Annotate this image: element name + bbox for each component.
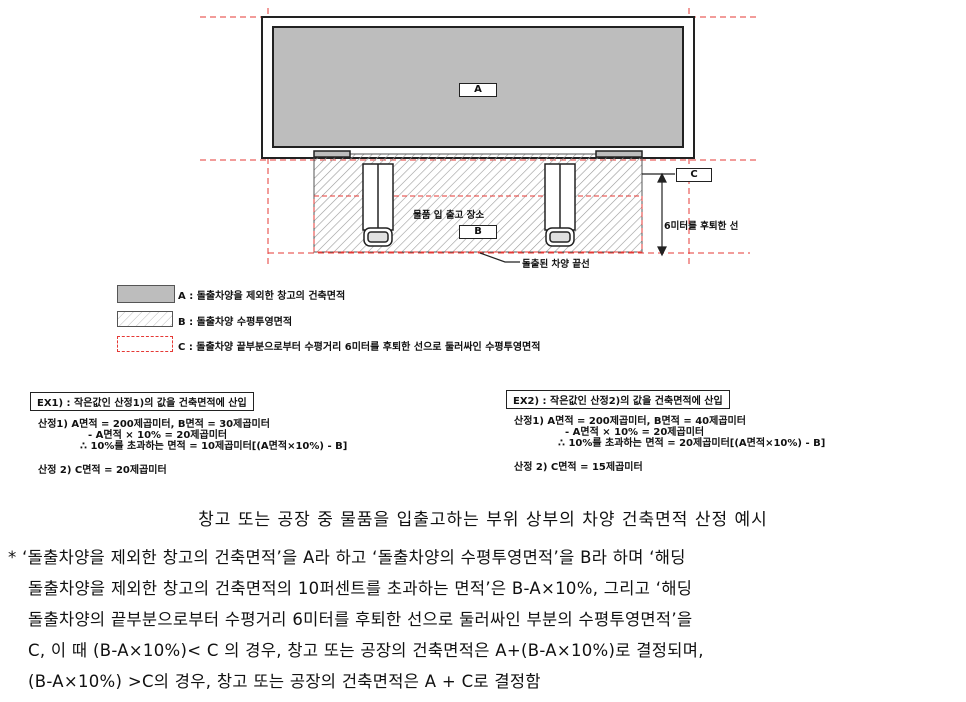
- legend-swatch-a: [117, 285, 175, 303]
- setback-line-label: 6미터를 후퇴한 선: [664, 221, 739, 232]
- label-a-box: A: [459, 83, 497, 97]
- ex1-line-3: ∴ 10%를 초과하는 면적 = 10제곱미터[(A면적×10%) - B]: [80, 441, 348, 452]
- note-line-3: 돌출차양의 끝부분으로부터 수평거리 6미터를 후퇴한 선으로 둘러싸인 부분의…: [28, 610, 693, 629]
- truck-right: [544, 163, 576, 247]
- ex2-line-2: - A면적 × 10% = 20제곱미터: [565, 427, 705, 438]
- legend-swatch-b: [117, 311, 173, 327]
- loading-area-label: 물품 입 출고 장소: [413, 210, 485, 221]
- note-line-5: (B-A×10%) >C의 경우, 창고 또는 공장의 건축면적은 A + C로…: [28, 672, 541, 691]
- ex2-title: EX2) : 작은값인 산정2)의 값을 건축면적에 산입: [506, 390, 730, 409]
- canopy-edge-label: 돌출된 차양 끝선: [522, 259, 590, 270]
- ex2-line-1: 산정1) A면적 = 200제곱미터, B면적 = 40제곱미터: [514, 416, 746, 427]
- truck-left: [362, 163, 394, 247]
- explanatory-note: * ‘돌출차양을 제외한 창고의 건축면적’을 A라 하고 ‘돌출차양의 수평투…: [8, 542, 963, 697]
- note-line-2: 돌출차양을 제외한 창고의 건축면적의 10퍼센트를 초과하는 면적’은 B-A…: [28, 579, 693, 598]
- label-b-box: B: [459, 225, 497, 239]
- figure-caption: 창고 또는 공장 중 물품을 입출고하는 부위 상부의 차양 건축면적 산정 예…: [198, 510, 768, 530]
- ex2-line-4: 산정 2) C면적 = 15제곱미터: [514, 462, 643, 473]
- dimension-arrow: [657, 172, 667, 257]
- legend-text-a: A : 돌출차양을 제외한 창고의 건축면적: [178, 291, 346, 302]
- legend-text-c: C : 돌출차양 끝부분으로부터 수평거리 6미터를 후퇴한 선으로 둘러싸인 …: [178, 342, 541, 353]
- ex1-line-2: - A면적 × 10% = 20제곱미터: [88, 430, 228, 441]
- leader-canopy-edge: [479, 252, 520, 263]
- ex1-line-4: 산정 2) C면적 = 20제곱미터: [38, 465, 167, 476]
- area-c-boundary: [313, 195, 643, 253]
- legend-text-b: B : 돌출차양 수평투영면적: [178, 317, 293, 328]
- legend-swatch-c: [117, 336, 173, 352]
- ex1-title: EX1) : 작은값인 산정1)의 값을 건축면적에 산입: [30, 392, 254, 411]
- note-line-1: * ‘돌출차양을 제외한 창고의 건축면적’을 A라 하고 ‘돌출차양의 수평투…: [8, 548, 686, 567]
- note-line-4: C, 이 때 (B-A×10%)< C 의 경우, 창고 또는 공장의 건축면적…: [28, 641, 704, 660]
- ex2-line-3: ∴ 10%를 초과하는 면적 = 20제곱미터[(A면적×10%) - B]: [558, 438, 826, 449]
- ex1-line-1: 산정1) A면적 = 200제곱미터, B면적 = 30제곱미터: [38, 419, 270, 430]
- label-c-box: C: [676, 168, 712, 182]
